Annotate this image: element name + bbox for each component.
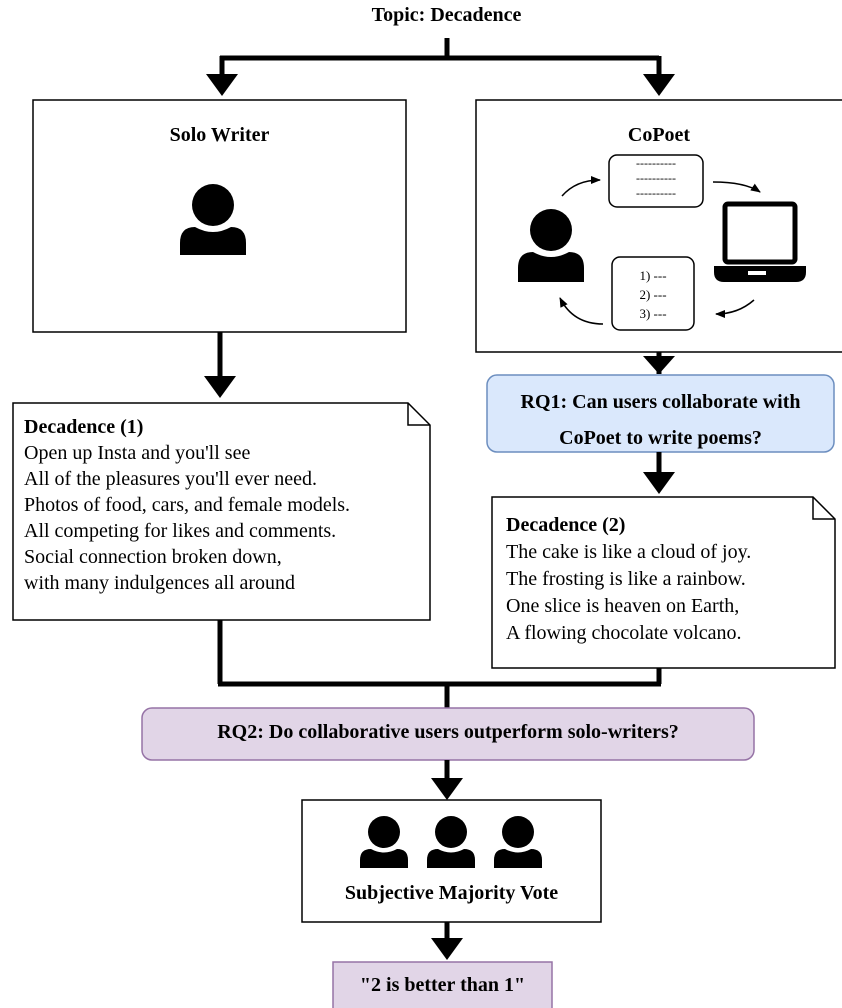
document-line: ---------- bbox=[636, 156, 676, 170]
arrow-copoet-to-rq1 bbox=[643, 356, 675, 374]
rq1-line: RQ1: Can users collaborate with bbox=[520, 391, 801, 413]
poem-line: with many indulgences all around bbox=[24, 572, 296, 594]
poem-line: All competing for likes and comments. bbox=[24, 520, 337, 542]
poem1-note bbox=[12, 402, 431, 621]
topic-split-connector bbox=[206, 38, 675, 96]
poem-line: Open up Insta and you'll see bbox=[24, 442, 251, 464]
suggestion-item: 1) --- bbox=[639, 268, 667, 283]
poem-line: A flowing chocolate volcano. bbox=[506, 622, 742, 644]
arrow-rq1-to-poem2 bbox=[643, 472, 675, 494]
copoet-person-icon bbox=[518, 209, 584, 282]
suggestion-item: 2) --- bbox=[639, 287, 667, 302]
poem1-title: Decadence (1) bbox=[24, 416, 144, 438]
poem-line: One slice is heaven on Earth, bbox=[506, 595, 740, 617]
document-line: ---------- bbox=[636, 186, 676, 200]
cycle-arrow-doc-to-laptop bbox=[712, 181, 761, 193]
document-line: ---------- bbox=[636, 171, 676, 185]
poem2-text: Decadence (2) The cake is like a cloud o… bbox=[506, 512, 826, 647]
rq1-text: RQ1: Can users collaborate with CoPoet t… bbox=[487, 384, 834, 456]
arrow-to-poem1 bbox=[204, 376, 236, 398]
rq1-line: CoPoet to write poems? bbox=[559, 427, 762, 449]
poem-line: Social connection broken down, bbox=[24, 546, 282, 568]
arrow-rq2-to-vote bbox=[431, 778, 463, 800]
cycle-arrow-laptop-to-list bbox=[715, 299, 755, 318]
poem2-note bbox=[491, 496, 836, 669]
suggestion-item: 3) --- bbox=[639, 306, 667, 321]
voter-icon bbox=[494, 816, 542, 868]
voter-icon bbox=[360, 816, 408, 868]
arrow-to-copoet bbox=[643, 74, 675, 96]
poem-line: The frosting is like a rainbow. bbox=[506, 568, 746, 590]
cycle-arrow-list-to-user bbox=[559, 297, 604, 325]
suggestion-list-icon bbox=[611, 256, 695, 331]
person-icon bbox=[180, 184, 246, 255]
arrow-vote-to-conclusion bbox=[431, 938, 463, 960]
document-lines: ---------- ---------- ---------- bbox=[609, 156, 703, 201]
conclusion-text: "2 is better than 1" bbox=[359, 974, 526, 996]
copoet-title: CoPoet bbox=[627, 124, 691, 146]
poem1-text: Decadence (1) Open up Insta and you'll s… bbox=[24, 414, 424, 596]
poem-line: The cake is like a cloud of joy. bbox=[506, 541, 752, 563]
voter-icon bbox=[427, 816, 475, 868]
topic-label: Topic: Decadence bbox=[371, 4, 522, 26]
poem2-title: Decadence (2) bbox=[506, 514, 626, 536]
merge-connector bbox=[217, 620, 662, 708]
cycle-arrow-user-to-doc bbox=[561, 176, 601, 197]
arrow-to-solo-writer bbox=[206, 74, 238, 96]
document-icon bbox=[608, 154, 704, 208]
poem-line: All of the pleasures you'll ever need. bbox=[24, 468, 317, 490]
vote-label: Subjective Majority Vote bbox=[344, 882, 559, 904]
conclusion-box bbox=[332, 961, 553, 1008]
laptop-icon bbox=[714, 201, 806, 282]
poem-line: Photos of food, cars, and female models. bbox=[24, 494, 351, 516]
rq2-text: RQ2: Do collaborative users outperform s… bbox=[217, 721, 679, 743]
suggestion-list-items: 1) --- 2) --- 3) --- bbox=[612, 266, 694, 323]
solo-writer-title: Solo Writer bbox=[169, 124, 270, 146]
